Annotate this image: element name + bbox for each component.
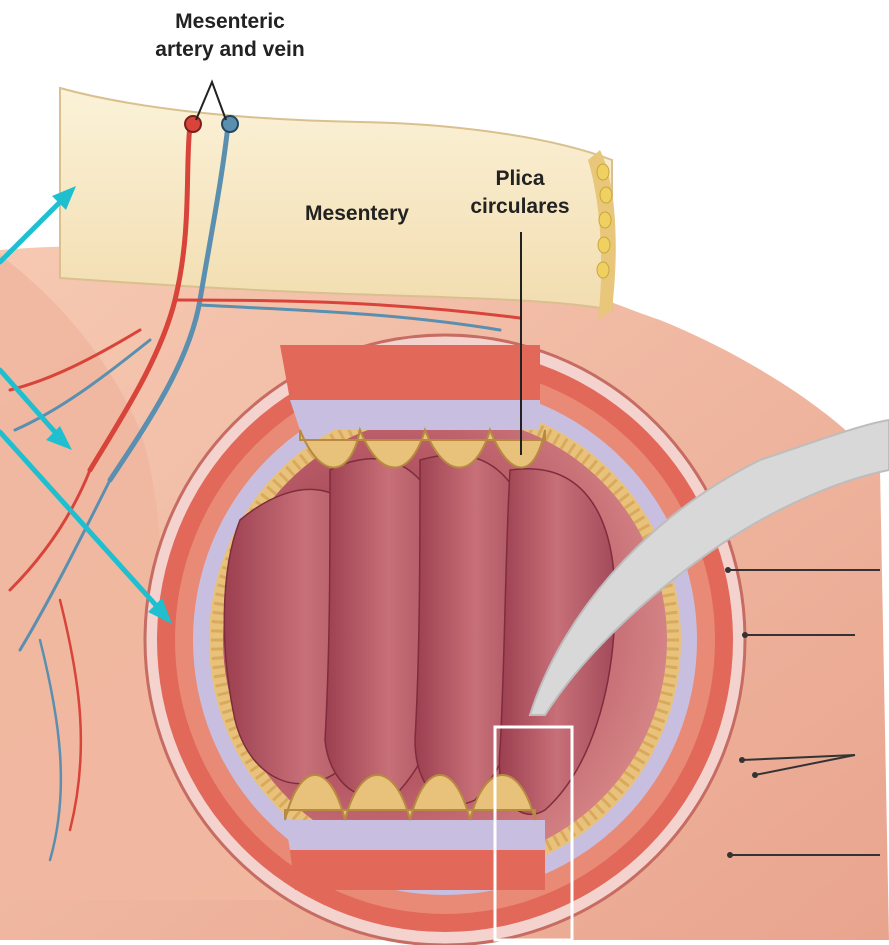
villus	[665, 612, 677, 613]
plica-folds	[224, 455, 615, 814]
villus	[665, 666, 677, 667]
mesentery-label: Mesentery	[287, 200, 427, 228]
villus	[664, 603, 676, 605]
villus	[666, 658, 678, 659]
villus	[213, 612, 225, 613]
artery-cross-section	[185, 116, 201, 132]
villus	[666, 621, 678, 622]
plica-label-line2: circulares	[440, 193, 600, 221]
villus	[214, 675, 226, 677]
mesenteric-label-line1: Mesenteric	[120, 8, 340, 36]
top-cut-section	[280, 345, 545, 468]
villus	[213, 666, 225, 667]
mesenteric-artery-vein-label: Mesenteric artery and vein	[120, 8, 340, 64]
villus	[664, 675, 676, 677]
mesenteric-label-line2: artery and vein	[120, 36, 340, 64]
plica-circulares-label: Plica circulares	[440, 165, 600, 221]
villus	[212, 621, 224, 622]
plica-label-line1: Plica	[440, 165, 600, 193]
villus	[212, 658, 224, 659]
